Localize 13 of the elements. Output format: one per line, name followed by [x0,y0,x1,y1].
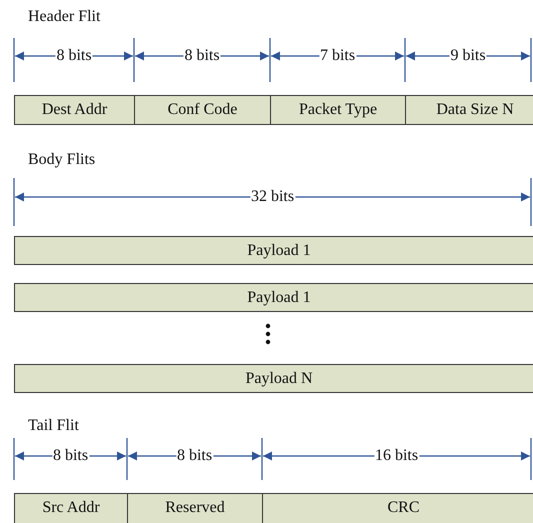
field-box: Data Size N [405,95,533,125]
field-box: Payload 1 [14,236,533,265]
field-box: CRC [262,493,533,523]
field-box: Payload N [14,364,533,393]
field-box: Dest Addr [14,95,135,125]
field-box: Src Addr [14,493,128,523]
section-title: Body Flits [28,151,96,169]
section-title: Tail Flit [28,417,79,435]
field-box: Reserved [127,493,263,523]
field-box: Payload 1 [14,283,533,312]
field-box: Packet Type [270,95,406,125]
field-box: Conf Code [134,95,271,125]
section-title: Header Flit [28,8,100,26]
